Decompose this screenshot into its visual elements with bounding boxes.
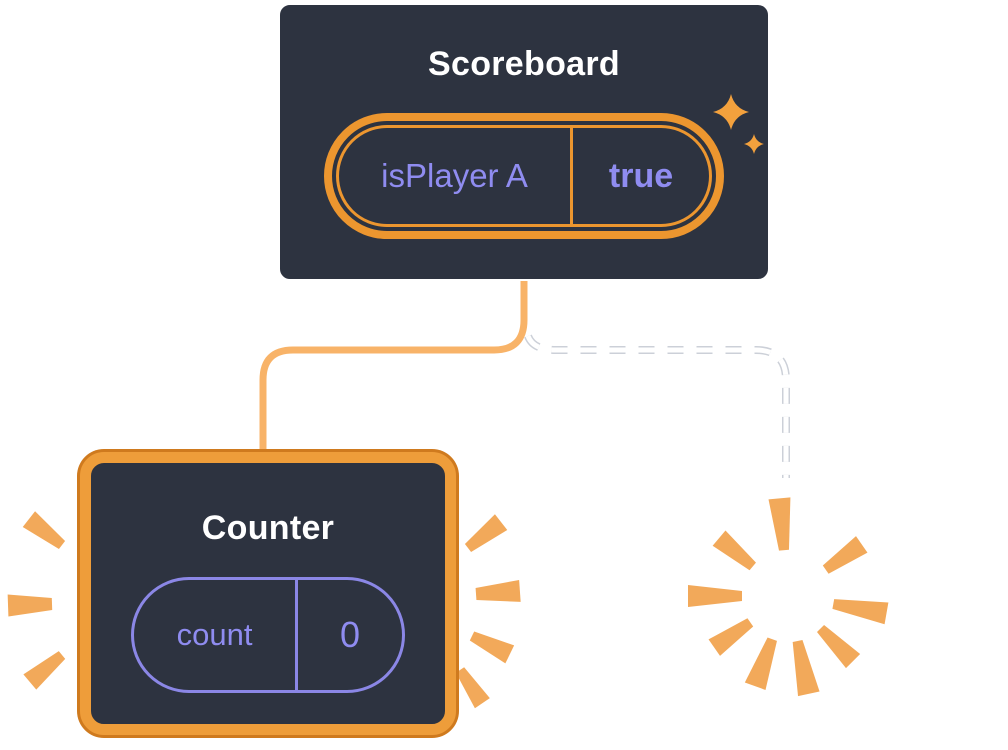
counter-state-label: count — [176, 617, 253, 652]
counter-pill-divider — [295, 580, 299, 690]
edge-dashed-outline — [524, 334, 790, 478]
emphasis-rays-right-icon — [455, 514, 521, 709]
counter-state-pill: count 0 — [131, 577, 405, 693]
scoreboard-state-value: true — [608, 156, 674, 195]
counter-state-value: 0 — [340, 614, 361, 655]
scoreboard-state-pill: isPlayer A true — [324, 113, 724, 239]
burst-icon — [688, 497, 889, 697]
scoreboard-title: Scoreboard — [428, 45, 620, 83]
counter-title: Counter — [201, 509, 335, 547]
scoreboard-state-pill-inner: isPlayer A true — [336, 125, 712, 227]
edge-dashed-scoreboard-removed — [525, 334, 789, 478]
emphasis-rays-left-icon — [7, 511, 66, 690]
counter-node: Counter count 0 — [80, 452, 456, 735]
edge-solid-scoreboard-counter — [259, 281, 528, 455]
scoreboard-pill-divider — [570, 128, 574, 224]
scoreboard-state-label: isPlayer A — [381, 157, 528, 194]
scoreboard-node: Scoreboard isPlayer A true — [278, 3, 770, 281]
